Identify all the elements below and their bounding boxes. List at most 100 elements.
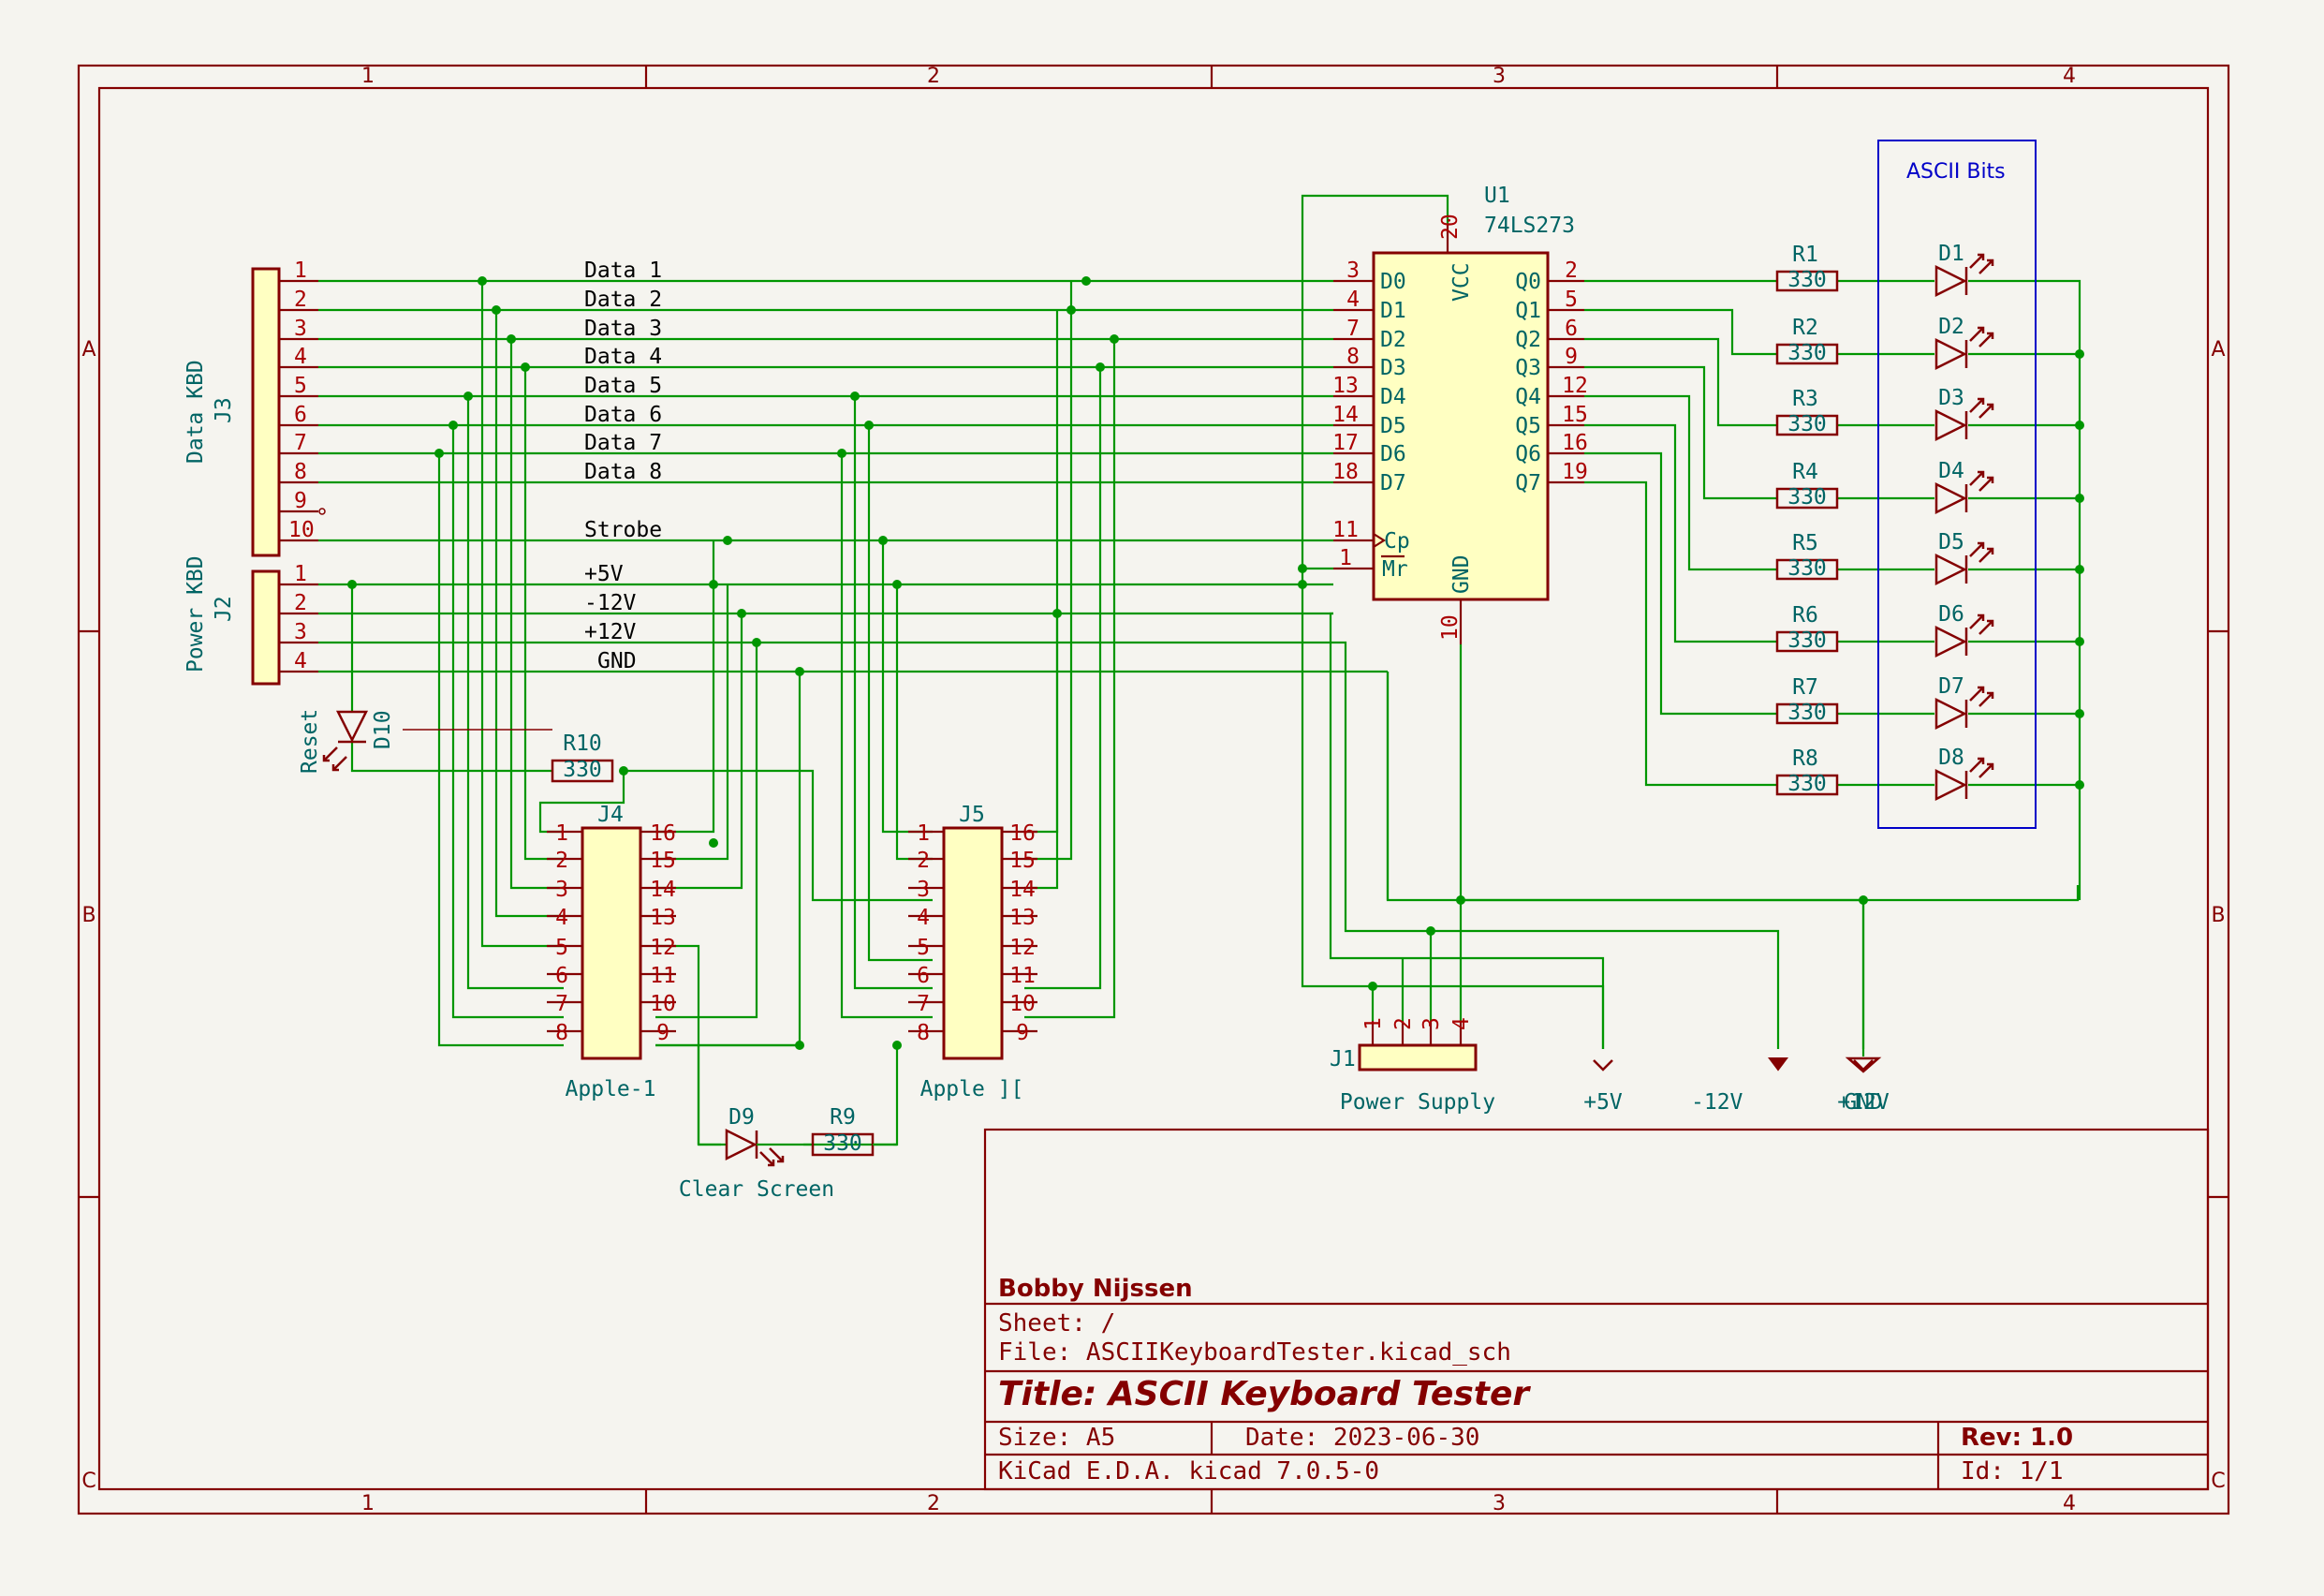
pin-number: 15 — [650, 849, 676, 873]
pin-name: D7 — [1380, 471, 1406, 495]
led-ref: D8 — [1938, 746, 1964, 770]
sheet-title: Title: ASCII Keyboard Tester — [998, 1375, 1531, 1413]
pin-name: D0 — [1380, 270, 1406, 294]
resistor-value: 330 — [823, 1131, 862, 1156]
net-label: Data 4 — [584, 345, 662, 369]
net-label: Data 6 — [584, 403, 662, 427]
resistor-value: 330 — [1787, 556, 1827, 581]
pin-number: 19 — [1562, 460, 1588, 484]
net-label: Data 8 — [584, 460, 662, 484]
resistor-value: 330 — [1787, 772, 1827, 796]
connector-j1: 1 2 3 4 J1 Power Supply — [1330, 1017, 1495, 1115]
pin-number: 12 — [650, 936, 676, 960]
led-label: Reset — [298, 709, 322, 774]
pin-number: 14 — [1332, 403, 1359, 427]
pin-number: 1 — [555, 821, 568, 846]
component-name: Power Supply — [1340, 1090, 1495, 1115]
pin-number: 3 — [917, 878, 930, 902]
net-label: +5V — [584, 562, 624, 586]
connector-j2: 1 2 3 4 Power KBD J2 — [184, 555, 318, 686]
sheet-id: Id: 1/1 — [1961, 1457, 2064, 1485]
connector-j3: 1 2 3 4 5 6 7 8 9 10 Data KBD J3 — [184, 259, 326, 557]
pin-number: 9 — [1565, 345, 1578, 369]
resistor-ref: R9 — [830, 1105, 856, 1130]
row-label-right: A — [2211, 338, 2225, 362]
col-label-top: 2 — [927, 65, 940, 88]
pin-number: 4 — [294, 649, 307, 673]
pin-number: 13 — [1332, 374, 1359, 398]
net-label: Data 5 — [584, 374, 662, 398]
pin-number: 12 — [1562, 374, 1588, 398]
pin-name: D6 — [1380, 442, 1406, 466]
ic-u1: 3 4 7 8 13 14 17 18 11 1 D0 D1 D2 D3 D4 … — [1332, 184, 1588, 644]
component-name: Apple ][ — [920, 1077, 1024, 1101]
led-d2: D2 — [1934, 315, 1994, 371]
row-label-left: B — [81, 904, 96, 927]
power-label: +12V — [1837, 1090, 1890, 1115]
resistor-value: 330 — [1787, 268, 1827, 292]
component-ref: J2 — [212, 596, 236, 622]
pin-number: 16 — [1562, 431, 1588, 455]
led-ref: D6 — [1938, 602, 1964, 627]
row-label-right: C — [2211, 1470, 2225, 1493]
pin-number: 18 — [1332, 460, 1359, 484]
power-12v-symbol: +12V — [1837, 1059, 1890, 1115]
col-label-bottom: 4 — [2063, 1492, 2076, 1515]
component-name: Data KBD — [184, 360, 208, 464]
pin-number: 11 — [650, 964, 676, 988]
col-label-top: 4 — [2063, 65, 2076, 88]
resistor-r2: 330 R2 — [1775, 316, 1839, 365]
pin-number: 8 — [555, 1021, 568, 1045]
pin-number: 12 — [1009, 936, 1036, 960]
pin-number: 6 — [555, 964, 568, 988]
pin-number: 1 — [294, 562, 307, 586]
sheet-size: Size: A5 — [998, 1424, 1115, 1452]
pin-number: 2 — [1391, 1017, 1416, 1030]
sheet-date: Date: 2023-06-30 — [1245, 1424, 1479, 1452]
pin-number: 10 — [288, 518, 315, 542]
resistor-r8: 330 R8 — [1775, 746, 1839, 796]
pin-number: 5 — [917, 936, 930, 960]
pin-name: Q0 — [1515, 270, 1541, 294]
pin-number: 8 — [294, 460, 307, 484]
led-d10: D10 Reset — [298, 709, 395, 774]
pin-number: 6 — [294, 403, 307, 427]
component-value: 74LS273 — [1484, 214, 1575, 238]
component-name: Power KBD — [184, 555, 208, 672]
led-d3: D3 — [1934, 386, 1994, 442]
row-label-left: C — [81, 1470, 96, 1493]
resistor-bank: 330 R1 330 R2 330 R3 330 R4 330 R5 330 R… — [1775, 243, 1839, 796]
led-ref: D2 — [1938, 315, 1964, 339]
component-ref: J5 — [959, 803, 985, 827]
pin-number: 3 — [1346, 259, 1360, 283]
col-label-top: 1 — [361, 65, 375, 88]
resistor-r7: 330 R7 — [1775, 675, 1839, 725]
pin-number: 4 — [1346, 288, 1360, 312]
resistor-r9: 330 R9 — [811, 1105, 897, 1157]
pin-number: 20 — [1438, 214, 1463, 240]
pin-number: 1 — [917, 821, 930, 846]
led-d4: D4 — [1934, 459, 1994, 515]
pin-number: 10 — [1009, 992, 1036, 1016]
led-ref: D5 — [1938, 530, 1964, 554]
col-label-bottom: 1 — [361, 1492, 375, 1515]
resistor-ref: R8 — [1792, 746, 1818, 771]
title-block: Bobby Nijssen Sheet: / File: ASCIIKeyboa… — [983, 1128, 2210, 1491]
led-d6: D6 — [1934, 602, 1994, 658]
pin-number: 5 — [555, 936, 568, 960]
pin-number: 2 — [1565, 259, 1578, 283]
net-label: Data 7 — [584, 431, 662, 455]
power-label: GND — [1844, 1090, 1883, 1115]
power-symbols: +5V -12V +12V GND — [1583, 900, 1890, 1115]
resistor-value: 330 — [1787, 341, 1827, 365]
led-d7: D7 — [1934, 674, 1994, 731]
pin-number: 13 — [650, 906, 676, 930]
power-label: -12V — [1691, 1090, 1743, 1115]
pin-name: Q3 — [1515, 356, 1541, 380]
resistor-ref: R7 — [1792, 675, 1818, 700]
led-label: Clear Screen — [679, 1177, 834, 1202]
connector-j5: 1 2 3 4 5 6 7 8 16 15 14 13 12 11 10 9 J… — [908, 803, 1037, 1101]
component-name: Apple-1 — [566, 1077, 656, 1101]
resistor-ref: R2 — [1792, 316, 1818, 340]
net-label: Data 2 — [584, 288, 662, 312]
